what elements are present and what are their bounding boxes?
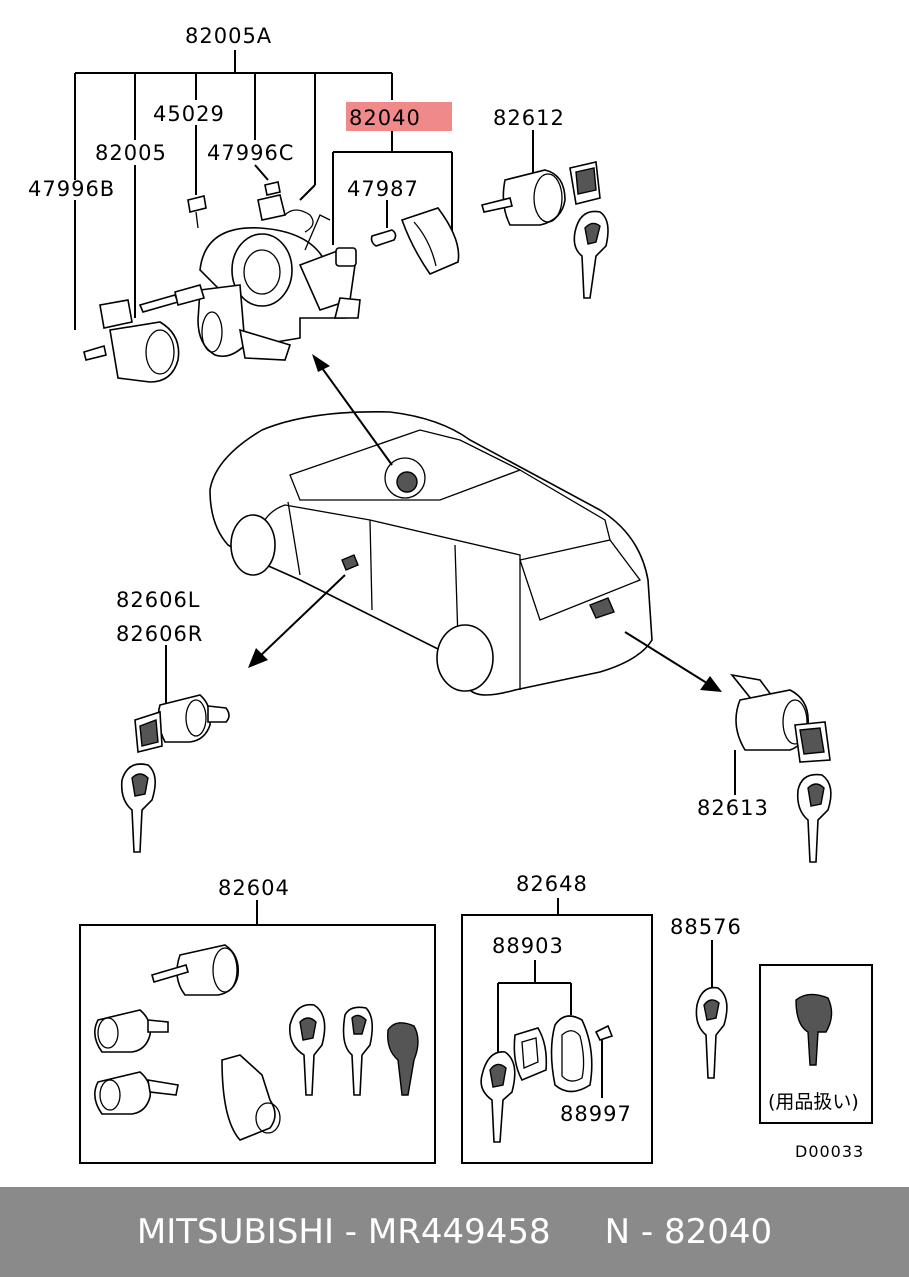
label-82648: 82648	[516, 872, 588, 896]
ignition-cylinder	[481, 161, 609, 299]
tailgate-lock-cylinder	[730, 673, 832, 863]
label-82613: 82613	[697, 796, 769, 820]
lock-pin-and-bracket	[370, 207, 460, 275]
part-labels: 82005A 45029 82040 82612 82005 47996C 47…	[28, 24, 864, 1161]
label-47987: 47987	[347, 177, 419, 201]
footer-part-text: MITSUBISHI - MR449458 N - 82040	[136, 1212, 773, 1252]
lock-set-box	[79, 900, 436, 1164]
label-82604: 82604	[218, 876, 290, 900]
label-82005: 82005	[95, 141, 167, 165]
label-82612: 82612	[493, 106, 565, 130]
leader-lines-top	[74, 50, 534, 330]
label-82606R: 82606R	[116, 622, 203, 646]
highlight-82040	[346, 102, 452, 131]
label-88903: 88903	[492, 934, 564, 958]
key-set-box	[461, 898, 653, 1164]
label-45029: 45029	[153, 102, 225, 126]
label-82005A: 82005A	[185, 24, 272, 48]
label-47996C: 47996C	[207, 141, 294, 165]
car-outline	[209, 411, 653, 696]
parts-diagram: 82005A 45029 82040 82612 82005 47996C 47…	[28, 24, 873, 1164]
label-82040: 82040	[349, 106, 421, 130]
label-88997: 88997	[560, 1102, 632, 1126]
blank-key	[695, 940, 728, 1079]
accessory-box	[759, 964, 873, 1124]
label-47996B: 47996B	[28, 177, 115, 201]
label-88576: 88576	[670, 915, 742, 939]
label-82606L: 82606L	[116, 588, 201, 612]
steering-lock-assembly	[83, 181, 361, 383]
arrows	[248, 354, 722, 692]
label-diagram-code: D00033	[795, 1142, 864, 1161]
door-lock-cylinder	[120, 645, 230, 853]
footer-bar: MITSUBISHI - MR449458 N - 82040	[0, 1187, 909, 1277]
label-accessory-note: (用品扱い)	[768, 1091, 859, 1113]
